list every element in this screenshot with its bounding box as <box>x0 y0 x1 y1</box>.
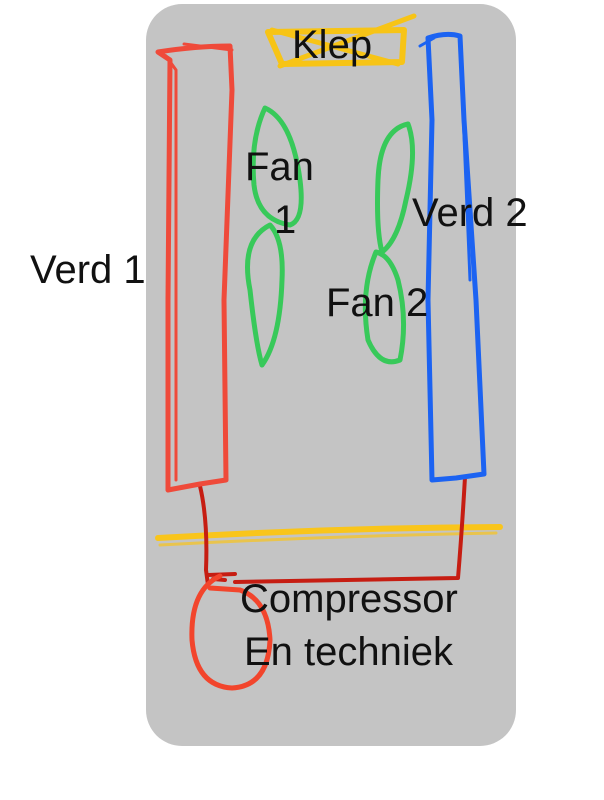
evaporator-2-overstroke <box>418 36 472 282</box>
fan-1 <box>245 105 304 368</box>
label-fan-1: Fan <box>245 145 314 189</box>
evaporator-1 <box>155 43 235 493</box>
pipe-right <box>233 475 467 584</box>
label-compressor: Compressor <box>240 577 458 621</box>
label-verd-2: Verd 2 <box>412 191 528 235</box>
valve-cross <box>269 13 417 69</box>
fan-2 <box>362 121 416 365</box>
divider-line <box>155 524 503 541</box>
evaporator-2 <box>425 31 487 483</box>
label-fan-2: Fan 2 <box>326 281 428 325</box>
label-en-techniek: En techniek <box>244 630 454 674</box>
unit-housing <box>146 4 516 746</box>
compressor-circle <box>189 573 273 691</box>
evaporator-1-overstroke <box>164 42 234 482</box>
valve-box <box>265 27 407 67</box>
label-fan-1-number: 1 <box>274 198 296 242</box>
label-klep: Klep <box>292 23 372 67</box>
pipe-left <box>198 484 210 587</box>
label-verd-1: Verd 1 <box>30 248 146 292</box>
